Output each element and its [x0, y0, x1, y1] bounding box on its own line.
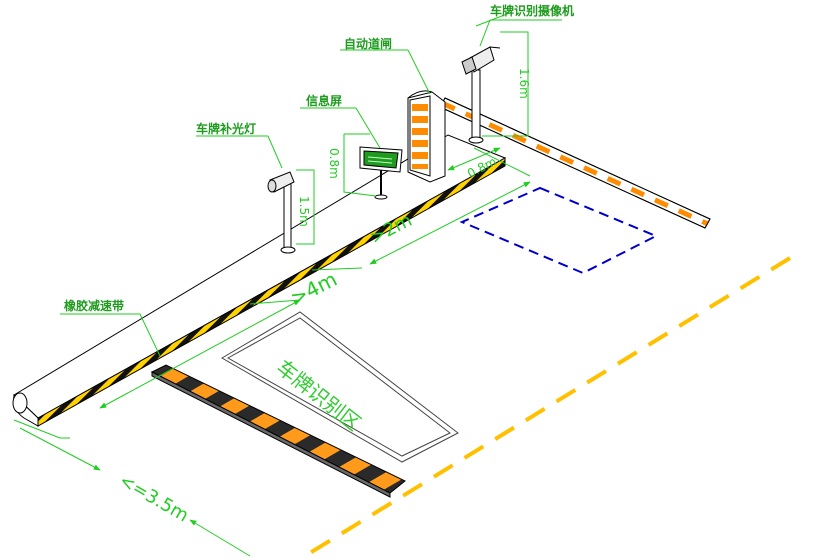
speed-bump [150, 364, 406, 498]
bump-distance-dim: <=3.5m [116, 470, 193, 526]
camera-label: 车牌识别摄像机 [490, 3, 574, 18]
recognition-zone: 车牌识别区 [221, 311, 459, 463]
light-label: 车牌补光灯 [196, 121, 256, 136]
speed-bump-label: 橡胶减速带 [64, 298, 124, 313]
display-label: 信息屏 [306, 93, 342, 108]
light-height-dim: 1.5m [297, 196, 311, 227]
barrier-gate-cabinet [407, 90, 446, 183]
barrier-label: 自动道闸 [344, 36, 392, 51]
display-height-dim: 0.8m [327, 148, 341, 179]
camera-height-dim: 1.6m [517, 68, 531, 99]
info-display [359, 146, 403, 200]
fill-light [267, 171, 296, 254]
lane-edge-line [303, 256, 792, 558]
annotation-lines [13, 11, 562, 557]
camera-assembly [461, 46, 501, 144]
detection-loop [459, 186, 659, 275]
